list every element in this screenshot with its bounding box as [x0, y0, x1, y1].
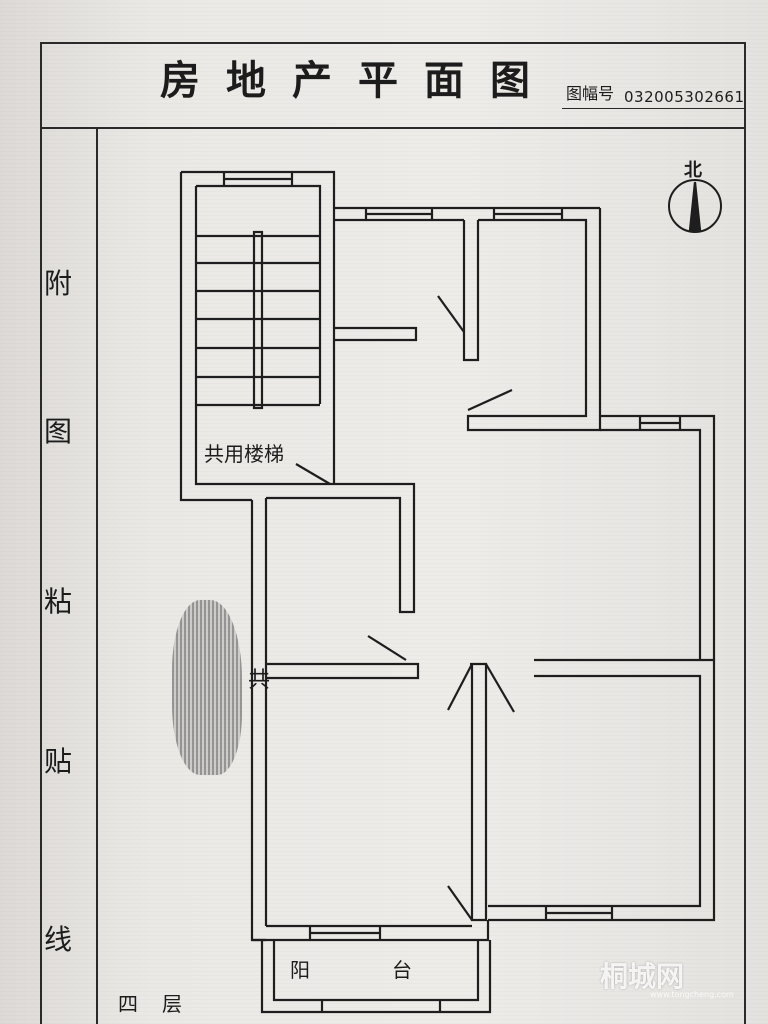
watermark-logo-text: 桐城网: [600, 960, 685, 993]
shared-stairs-label: 共用楼梯: [204, 442, 284, 466]
north-label: 北: [684, 160, 702, 181]
document-title: 房地产平面图: [160, 57, 556, 104]
sheet-number-value: 032005302661: [624, 88, 745, 106]
side-text-char: 附: [43, 267, 72, 300]
side-text-char: 图: [43, 415, 72, 448]
balcony-label-1: 阳: [290, 958, 310, 982]
party-wall-mark: 共: [248, 668, 271, 693]
sheet-number-underline: [562, 108, 744, 109]
frame-left-line: [40, 42, 42, 1024]
margin-divider-line: [96, 127, 98, 1024]
floor-level-label: 四层: [118, 992, 206, 1016]
balcony-label-2: 台: [392, 958, 412, 982]
title-divider-line: [40, 127, 745, 129]
frame-right-line: [744, 42, 746, 1024]
side-text-char: 贴: [43, 745, 72, 778]
sheet-number-label: 图幅号: [566, 84, 615, 103]
frame-top-line: [40, 42, 745, 44]
side-text-char: 粘: [43, 585, 72, 618]
watermark-url: www.tongcheng.com: [650, 990, 734, 999]
side-text-char: 线: [43, 923, 72, 956]
ink-smudge: [172, 600, 242, 775]
